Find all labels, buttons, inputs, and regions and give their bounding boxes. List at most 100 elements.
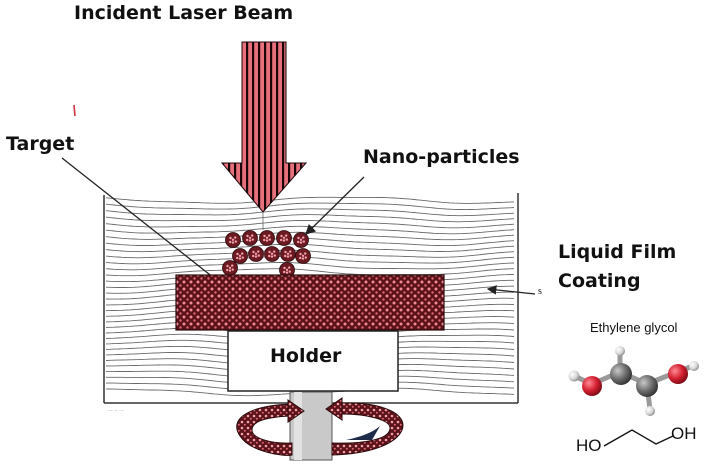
hydrogen-atom (568, 370, 580, 382)
nanoparticle-speck (265, 236, 269, 239)
nanoparticles-label: Nano-particles (363, 146, 520, 168)
liquid-wave-line (105, 243, 515, 253)
nanoparticle-speck (236, 252, 239, 256)
nanoparticle-speck (251, 234, 254, 237)
nanoparticle-speck (284, 254, 287, 258)
holder-block (227, 330, 399, 392)
nanoparticle-speck (299, 238, 303, 241)
nanoparticle-speck (304, 252, 307, 255)
nanoparticle-speck (285, 268, 289, 271)
nanoparticle-speck (302, 240, 305, 243)
nanoparticle-speck (226, 264, 229, 268)
nanoparticle-speck (280, 238, 283, 242)
nanoparticle-cluster (222, 230, 311, 278)
nanoparticle-speck (254, 255, 258, 258)
nanoparticle-speck (299, 252, 302, 256)
nanoparticle-speck (228, 269, 232, 272)
nanoparticle-speck (286, 252, 290, 255)
nanoparticle-speck (297, 236, 300, 240)
nanoparticle-speck (299, 241, 303, 244)
liquid-wave-line (105, 262, 515, 271)
nanoparticle-speck (286, 255, 290, 258)
liquid-wave-line (105, 214, 515, 223)
nanoparticle-speck (289, 250, 292, 253)
nanoparticle-speck (246, 234, 249, 238)
nanoparticle-speck (252, 254, 255, 258)
rotation-shaft (289, 391, 333, 461)
nanoparticle-speck (265, 239, 269, 242)
liquid-wave-line (105, 268, 515, 277)
liquid-film-label: Liquid Film Coating (558, 238, 676, 296)
liquid-wave-line (105, 220, 515, 229)
target-pointer-line (61, 157, 215, 279)
hydrogen-atom (689, 361, 699, 371)
ethylene-glycol-label: Ethylene glycol (590, 320, 678, 335)
nanoparticle-speck (257, 254, 260, 257)
nanoparticle-speck (299, 256, 302, 260)
skeletal-formula (603, 429, 674, 447)
red-tick-mark (73, 104, 76, 117)
liquid-film-pointer-arrow (486, 285, 536, 295)
nanoparticle-speck (234, 236, 237, 239)
nanoparticle-speck (297, 240, 300, 244)
liquid-film-line1: Liquid Film (558, 241, 677, 263)
nanoparticle-speck (282, 239, 286, 242)
nanoparticle-speck (283, 270, 286, 274)
nanoparticle-speck (304, 256, 307, 259)
nanoparticle-speck (268, 254, 271, 258)
nanoparticle-speck (284, 250, 287, 254)
formula-ho-label: HO (576, 436, 602, 455)
nanoparticle-speck (289, 254, 292, 257)
nanoparticle-speck (285, 271, 289, 274)
nanoparticle-speck (302, 236, 305, 239)
nanoparticle-speck (246, 238, 249, 242)
oxygen-atom (668, 364, 688, 384)
nanoparticle-speck (229, 240, 232, 244)
nanoparticle-speck (285, 238, 288, 241)
nanoparticle-speck (241, 252, 244, 255)
nanoparticle-speck (254, 252, 258, 255)
rotation-arrows (236, 397, 404, 456)
liquid-wave-line (105, 208, 515, 217)
ethylene-glycol-molecule (568, 346, 699, 416)
laser-beam-arrow (220, 41, 308, 213)
scan-marking: ··· ·· ··· (108, 408, 124, 414)
nanoparticles-pointer-arrow (305, 176, 365, 235)
holder-label: Holder (270, 345, 342, 367)
nanoparticle-speck (273, 254, 276, 257)
nanoparticle-speck (268, 234, 271, 237)
oxygen-atom (582, 376, 602, 396)
hydrogen-atom (645, 406, 655, 416)
liquid-wave-line (105, 237, 515, 247)
nanoparticle-speck (268, 238, 271, 241)
nanoparticle-speck (270, 252, 274, 255)
nanoparticle-speck (241, 256, 244, 259)
target-slab (175, 274, 445, 331)
side-mark-label: s (538, 286, 542, 297)
nanoparticle-speck (229, 236, 232, 240)
nanoparticle-speck (301, 257, 305, 260)
nanoparticle-speck (238, 257, 242, 260)
liquid-wave-line (105, 202, 515, 211)
nanoparticle-speck (288, 266, 291, 269)
target-label: Target (6, 133, 75, 155)
nanoparticle-speck (238, 254, 242, 257)
incident-beam-label: Incident Laser Beam (74, 2, 294, 24)
nanoparticle-speck (252, 250, 255, 254)
nanoparticle-speck (251, 238, 254, 241)
liquid-wave-line (105, 196, 515, 204)
nanoparticle-speck (282, 236, 286, 239)
nanoparticle-speck (257, 250, 260, 253)
liquid-wave-line (105, 249, 515, 259)
carbon-atom (610, 363, 632, 385)
nanoparticle-speck (231, 241, 235, 244)
nanoparticle-speck (236, 256, 239, 260)
carbon-atom (636, 375, 658, 397)
nanoparticle-speck (263, 238, 266, 242)
nanoparticle-speck (248, 236, 252, 239)
nanoparticle-speck (285, 234, 288, 237)
nanoparticle-speck (226, 268, 229, 272)
nanoparticle-speck (263, 234, 266, 238)
nanoparticle-speck (268, 250, 271, 254)
